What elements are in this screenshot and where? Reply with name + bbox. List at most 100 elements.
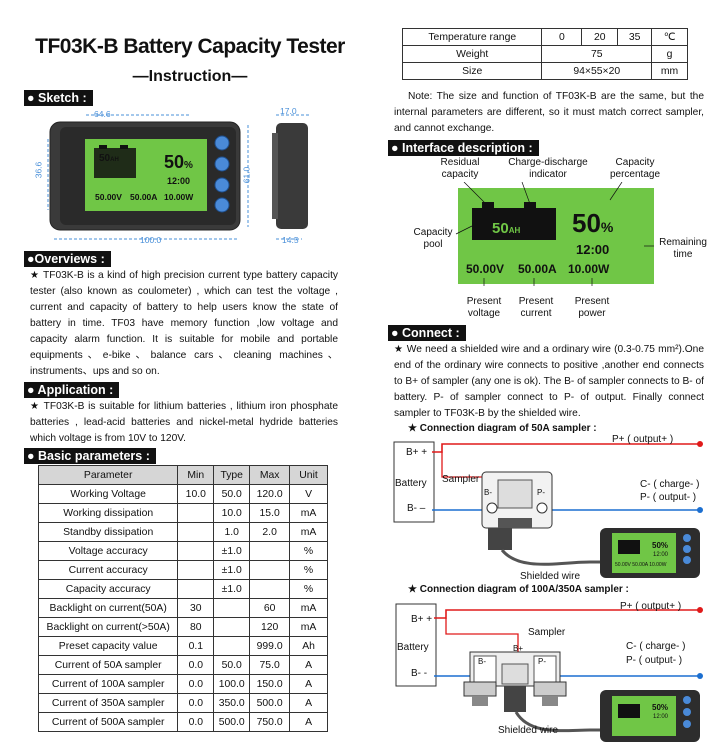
d100-lcd-time: 12:00 bbox=[653, 714, 669, 720]
table-cell: 0.1 bbox=[177, 636, 215, 656]
table-row: Weight 75 g bbox=[401, 45, 688, 63]
table-cell: 1.0 bbox=[213, 522, 251, 542]
table-cell bbox=[177, 560, 215, 580]
table-cell bbox=[177, 541, 215, 561]
table-cell: 60 bbox=[249, 598, 291, 618]
table-cell: 50.0 bbox=[213, 655, 251, 675]
table-cell: 10.0 bbox=[177, 484, 215, 504]
interface-percent: 50% bbox=[572, 208, 614, 238]
dim-height-inner: 36.6 bbox=[33, 161, 44, 179]
spec-cell: 35 bbox=[617, 28, 653, 46]
table-cell: mA bbox=[289, 522, 328, 542]
label-residual: Residual capacity bbox=[440, 157, 480, 180]
sketch-current: 50.00A bbox=[130, 192, 158, 202]
table-cell: A bbox=[289, 655, 328, 675]
table-cell: mA bbox=[289, 503, 328, 523]
table-cell: ±1.0 bbox=[213, 579, 251, 599]
d100-pminus: P- ( output- ) bbox=[626, 655, 683, 666]
dim-depth: 17.0 bbox=[280, 106, 297, 116]
table-cell: 750.0 bbox=[249, 712, 291, 732]
d50-battery: Battery bbox=[395, 478, 427, 489]
table-cell: 50.0 bbox=[213, 484, 251, 504]
d50-sampler: Sampler bbox=[442, 474, 480, 485]
spec-cell: Size bbox=[401, 62, 543, 80]
d100-bplus: B+ + bbox=[411, 614, 433, 625]
table-cell: 15.0 bbox=[249, 503, 291, 523]
spec-cell: 75 bbox=[541, 45, 653, 63]
table-row: Temperature range 0 20 35 ℃ bbox=[401, 28, 688, 46]
diagram50-heading: ★ Connection diagram of 50A sampler : bbox=[408, 423, 597, 434]
spec-table: Temperature range 0 20 35 ℃ Weight 75 g … bbox=[401, 28, 688, 80]
table-cell bbox=[177, 503, 215, 523]
dim-width-inner: 64.6 bbox=[94, 109, 111, 119]
table-cell: 100.0 bbox=[213, 674, 251, 694]
interface-battery-text: 50AH bbox=[492, 220, 521, 237]
spec-cell: 20 bbox=[581, 28, 619, 46]
table-cell: Preset capacity value bbox=[37, 636, 179, 656]
table-cell bbox=[249, 579, 291, 599]
sketch-power: 10.00W bbox=[164, 192, 194, 202]
table-cell: A bbox=[289, 693, 328, 713]
overviews-heading: ●Overviews : bbox=[24, 251, 111, 267]
table-cell: V bbox=[289, 484, 328, 504]
d50-pplus: P+ ( output+ ) bbox=[612, 434, 674, 445]
table-cell: 0.0 bbox=[177, 712, 215, 732]
table-row: Size 94×55×20 mm bbox=[401, 62, 688, 80]
application-heading: ● Application : bbox=[24, 382, 120, 398]
sketch-drawing bbox=[47, 114, 310, 240]
table-cell: 10.0 bbox=[213, 503, 251, 523]
col-max: Max bbox=[249, 465, 291, 485]
table-cell: Backlight on current(>50A) bbox=[37, 617, 179, 637]
table-cell: % bbox=[289, 560, 328, 580]
table-cell: Current of 50A sampler bbox=[37, 655, 179, 675]
overviews-text: ★ TF03K-B is a kind of high precision cu… bbox=[30, 270, 338, 377]
d50-bplus: B+ + bbox=[406, 447, 428, 458]
table-row: Voltage accuracy±1.0% bbox=[37, 541, 328, 561]
interface-heading: ● Interface description : bbox=[388, 140, 539, 156]
table-cell: A bbox=[289, 674, 328, 694]
table-cell: A bbox=[289, 712, 328, 732]
d50-b-label: B- bbox=[484, 488, 492, 497]
table-cell: ±1.0 bbox=[213, 560, 251, 580]
table-cell: 75.0 bbox=[249, 655, 291, 675]
table-cell: mA bbox=[289, 598, 328, 618]
table-cell: Voltage accuracy bbox=[37, 541, 179, 561]
table-cell: mA bbox=[289, 617, 328, 637]
table-cell bbox=[177, 522, 215, 542]
table-cell: % bbox=[289, 541, 328, 561]
table-cell bbox=[213, 598, 251, 618]
table-row: Capacity accuracy±1.0% bbox=[37, 579, 328, 599]
col-type: Type bbox=[213, 465, 251, 485]
d100-p-label: P- bbox=[538, 657, 546, 666]
table-cell: 150.0 bbox=[249, 674, 291, 694]
table-cell: Ah bbox=[289, 636, 328, 656]
table-cell bbox=[249, 560, 291, 580]
note-text: Note: The size and function of TF03K-B a… bbox=[394, 91, 704, 134]
label-present-power: Present power bbox=[574, 296, 610, 319]
d50-lcd-percent: 50% bbox=[652, 541, 669, 550]
page-subtitle: —Instruction— bbox=[132, 68, 248, 85]
d50-lcd-values: 50.00V 50.00A 10.00W bbox=[615, 562, 667, 568]
spec-cell: Temperature range bbox=[401, 28, 543, 46]
label-present-current: Present current bbox=[518, 296, 554, 319]
table-row: Current accuracy±1.0% bbox=[37, 560, 328, 580]
d100-lcd-percent: 50% bbox=[652, 703, 669, 712]
diagram100-heading: ★ Connection diagram of 100A/350A sample… bbox=[408, 584, 629, 595]
col-unit: Unit bbox=[289, 465, 328, 485]
label-capacity-pool: Capacity pool bbox=[413, 227, 453, 250]
table-cell: Current of 350A sampler bbox=[37, 693, 179, 713]
interface-voltage: 50.00V bbox=[466, 262, 505, 276]
d100-bplus-small: B+ bbox=[513, 644, 524, 653]
sketch-battery-text: 50AH bbox=[99, 153, 119, 164]
d100-bminus: B- - bbox=[411, 668, 428, 679]
col-parameter: Parameter bbox=[37, 465, 179, 485]
table-cell: 30 bbox=[177, 598, 215, 618]
connect-text: ★ We need a shielded wire and a ordinary… bbox=[394, 344, 704, 419]
table-cell: Standby dissipation bbox=[37, 522, 179, 542]
table-cell: Working Voltage bbox=[37, 484, 179, 504]
